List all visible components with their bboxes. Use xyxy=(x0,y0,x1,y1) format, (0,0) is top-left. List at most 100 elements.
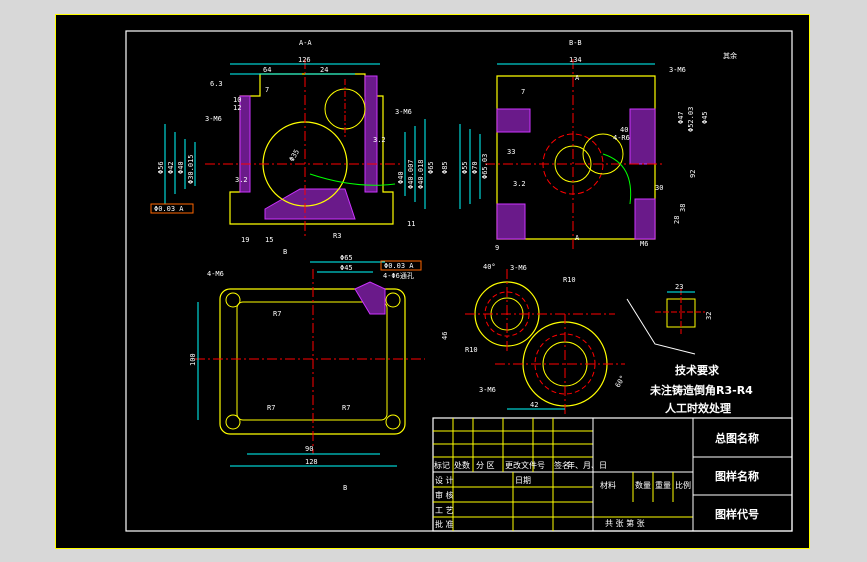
aa-dim-phi30: Φ30.015 xyxy=(187,154,195,184)
tech-req-line-2: 人工时效处理 xyxy=(665,401,731,415)
tb-row-review: 审 核 xyxy=(435,490,454,500)
bb-hatch-right xyxy=(629,108,656,165)
aa-dim-126-text: 126 xyxy=(298,56,311,64)
tb-rev-sign: 签名 xyxy=(554,460,570,470)
tech-requirements: 技术要求 未注铸造倒角R3-R4 人工时效处理 xyxy=(649,363,753,415)
plan-hole-tr xyxy=(385,292,401,308)
section-bb-title: B-B xyxy=(569,39,582,47)
plan-dim-128: 128 xyxy=(305,458,318,466)
aa-dim-7: 7 xyxy=(265,86,269,94)
side-dim-40deg: 40° xyxy=(483,263,496,271)
bb-roughness: 3.2 xyxy=(513,180,526,188)
aa-dim-phi65: Φ65 xyxy=(427,161,435,174)
aa-dim-phi42: Φ42 xyxy=(167,161,175,174)
aa-hatch-bottom xyxy=(264,188,356,220)
bb-leader xyxy=(602,153,632,205)
tb-rev-date: 年、月、日 xyxy=(567,460,607,470)
plan-dim-phi65: Φ65 xyxy=(340,254,353,262)
bb-roughness-other: 其余 xyxy=(723,51,737,60)
section-aa-title: A-A xyxy=(299,39,312,47)
plan-dim-phi45: Φ45 xyxy=(340,264,353,272)
side-dim-3m6-top: 3-M6 xyxy=(510,264,527,272)
bb-dim-92: 92 xyxy=(689,170,697,178)
bb-dim-9: 9 xyxy=(495,244,499,252)
tb-rev-zone: 分 区 xyxy=(476,461,495,470)
tb-rev-mark: 标记 xyxy=(434,460,450,470)
drawing-canvas: A-A 126 64 24 3-M6 3-M6 Φ56 Φ42 Φ40 Φ30.… xyxy=(55,14,810,549)
aa-dim-11: 11 xyxy=(407,220,415,228)
aa-dim-24-text: 24 xyxy=(320,66,328,74)
outer-border xyxy=(55,14,810,549)
aa-roughness-3: 3.2 xyxy=(373,136,386,144)
tb-drawing-code: 图样代号 xyxy=(715,507,759,521)
aa-roughness-2: 3.2 xyxy=(235,176,248,184)
bb-dim-134: 134 xyxy=(569,56,582,64)
bb-dim-33: 33 xyxy=(507,148,515,156)
bb-section-mark-bottom: A xyxy=(575,234,580,242)
aa-dim-10: 10 xyxy=(233,96,241,104)
tb-row-process: 工 艺 xyxy=(435,506,454,515)
plan-view: Φ65 Φ45 4-M6 R7 R7 R7 100 90 128 Φ0.03 A… xyxy=(189,248,425,492)
bb-hatch-br xyxy=(634,198,656,240)
tb-scale: 比例 xyxy=(675,480,691,490)
tb-date-label: 日期 xyxy=(515,476,531,485)
tb-row-design: 设 计 xyxy=(435,475,454,485)
plan-dim-r7-c: R7 xyxy=(342,404,350,412)
bb-dim-28: 28 xyxy=(673,216,681,224)
bb-dim-phi47: Φ47 xyxy=(677,111,685,124)
plan-hole-note: 4-Φ6通孔 xyxy=(383,271,414,280)
plan-section-mark-bottom: B xyxy=(343,484,347,492)
side-dim-46: 46 xyxy=(441,332,449,340)
aa-dim-phi35: Φ35 xyxy=(288,148,301,163)
bb-dim-3m6: 3-M6 xyxy=(669,66,686,74)
plan-hatch xyxy=(354,281,386,315)
aa-hatch-right xyxy=(364,75,378,193)
bb-dim-phi70: Φ70 xyxy=(471,161,479,174)
tb-drawing-name: 图样名称 xyxy=(715,469,759,483)
plan-dim-4m6: 4-M6 xyxy=(207,270,224,278)
aa-dim-3m6-right: 3-M6 xyxy=(395,108,412,116)
bb-hatch-bl xyxy=(496,203,526,240)
tb-sheet-counter: 共 张 第 张 xyxy=(605,518,645,528)
title-block-border xyxy=(432,417,793,532)
bb-dim-phi55: Φ55 xyxy=(461,161,469,174)
aa-leader xyxy=(309,173,396,186)
plan-tolerance-text: Φ0.03 A xyxy=(384,262,414,270)
tech-req-title: 技术要求 xyxy=(675,363,720,377)
detail-view: 23 32 xyxy=(626,283,713,355)
side-dim-r10: R10 xyxy=(465,346,478,354)
bb-dim-7: 7 xyxy=(521,88,525,96)
bb-dim-40: 40 xyxy=(620,126,628,134)
plan-dim-r7-a: R7 xyxy=(273,310,281,318)
bb-section-mark-top: A xyxy=(575,74,580,82)
section-aa-view: A-A 126 64 24 3-M6 3-M6 Φ56 Φ42 Φ40 Φ30.… xyxy=(150,39,449,244)
bb-dim-4r6: 4-R6 xyxy=(613,134,630,142)
plan-inner xyxy=(236,301,388,421)
tb-rev-doc: 更改文件号 xyxy=(505,460,545,470)
tb-rev-count: 处数 xyxy=(454,460,470,470)
aa-dim-phi40b: Φ40 xyxy=(397,171,405,184)
plan-dim-90: 90 xyxy=(305,445,313,453)
aa-dim-12: 12 xyxy=(233,104,241,112)
tb-weight: 重量 xyxy=(655,480,671,490)
side-dim-42: 42 xyxy=(530,401,538,409)
section-bb-view: B-B 134 7 3-M6 Φ47 Φ52.03 Φ45 Φ55 Φ70 Φ6… xyxy=(459,39,737,252)
tb-assembly-name: 总图名称 xyxy=(715,431,759,445)
aa-tolerance-frame xyxy=(150,203,194,214)
tb-row-approve: 批 准 xyxy=(435,519,454,529)
plan-hole-br xyxy=(385,414,401,430)
plan-hole-bl xyxy=(225,414,241,430)
bb-dim-phi45: Φ45 xyxy=(701,111,709,124)
side-dim-r10-top: R10 xyxy=(563,276,576,284)
drawing-sheet: A-A 126 64 24 3-M6 3-M6 Φ56 Φ42 Φ40 Φ30.… xyxy=(55,14,810,549)
aa-dim-phi40: Φ40 xyxy=(177,161,185,174)
side-dim-3m6-bottom: 3-M6 xyxy=(479,386,496,394)
side-view: 3-M6 R10 40° 46 R10 3-M6 42 60° xyxy=(441,263,627,416)
aa-dim-19: 19 xyxy=(241,236,249,244)
plan-dim-100: 100 xyxy=(189,353,197,366)
side-dim-60deg: 60° xyxy=(614,374,627,389)
bb-hatch-left xyxy=(496,108,531,133)
aa-dim-phi56: Φ56 xyxy=(157,161,165,174)
detail-dim-23: 23 xyxy=(675,283,683,291)
aa-dim-phi85: Φ85 xyxy=(441,161,449,174)
